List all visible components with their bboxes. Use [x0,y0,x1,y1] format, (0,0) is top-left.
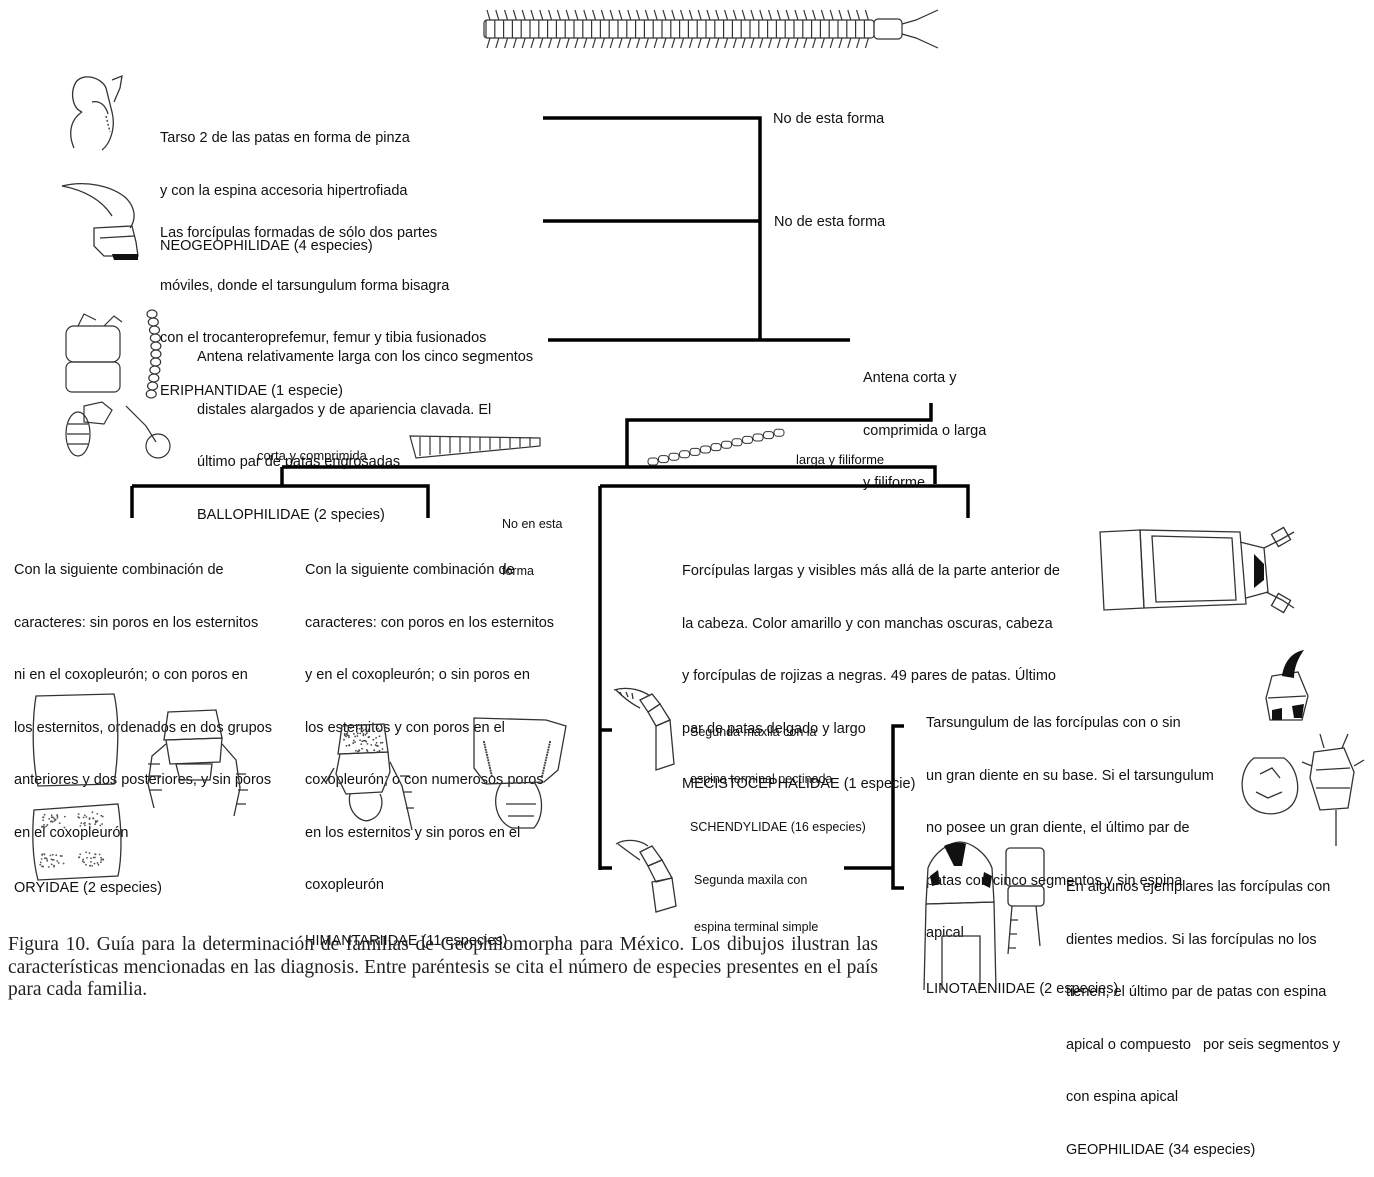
branch-label-line: Segunda maxila con [694,873,808,887]
node-text-line: Tarso 2 de las patas en forma de pinza [160,130,410,146]
tarsus-pincer-illustration [70,74,123,151]
node-text-line: distales alargados y de apariencia clava… [197,401,492,418]
node-text-line: Antena relativamente larga con los cinco… [197,349,534,365]
node-text-line: Con la siguiente combinación de [305,562,515,578]
connector-bracket [891,724,904,890]
node-text-line: dientes medios. Si las forcípulas no los [1066,931,1317,948]
node-mecistocephalidae: Forcípulas largas y visibles más allá de… [682,528,1060,811]
node-oryidae: Con la siguiente combinación de caracter… [14,527,272,915]
node-text-line: Las forcípulas formadas de sólo dos part… [160,225,438,241]
branch-label-larga-filiforme: larga y filiforme [796,452,885,467]
node-text-line: los esternitos y con poros en el [305,719,505,736]
family-name-mecistocephalidae: MECISTOCEPHALIDAE (1 especie) [682,776,916,792]
connector-neogeophilidae [543,116,762,340]
node-text-line: en el coxopleurón [14,824,129,841]
branch-label-line: y filiforme [863,475,926,491]
connector-no-en-esta-forma [600,484,970,518]
long-filiform-antenna-illustration [647,428,785,466]
short-compressed-antenna-illustration [409,435,541,459]
node-schendylidae: Segunda maxila con la espina terminal pe… [690,694,866,851]
node-text-line: en los esternitos y sin poros en el [305,824,521,841]
pectinate-maxilla-illustration [613,687,675,771]
branch-label-line: comprimida o larga [863,422,987,439]
connector-antena-corta [625,403,933,467]
linotaeniidae-illustrations [1241,650,1365,846]
node-text-line: un gran diente en su base. Si el tarsung… [926,767,1214,784]
centipede-illustration [483,9,939,49]
node-eriphantidae: Las forcípulas formadas de sólo dos part… [160,190,486,418]
family-name-eriphantidae: ERIPHANTIDAE (1 especie) [160,382,343,399]
connector-oryidae-himantariidae [132,484,430,518]
forcipule-illustration [61,183,139,260]
branch-label-no-forma-1: No de esta forma [773,111,885,127]
node-text-line: y forcípulas de rojizas a negras. 49 par… [682,668,1056,684]
oryidae-illustrations [32,693,248,881]
ballophilidae-illustrations [65,309,171,459]
node-ballophilidae: Antena relativamente larga con los cinco… [197,314,533,542]
simple-maxilla-illustration [615,839,677,913]
node-text-line: coxopleurón [305,877,384,893]
branch-label-no-forma-2: No de esta forma [774,214,886,230]
node-text-line: la cabeza. Color amarillo y con manchas … [682,615,1053,632]
node-text-line: apical [926,925,964,941]
branch-label-no-en-esta-forma: No en esta forma [502,486,562,595]
node-neogeophilidae: Tarso 2 de las patas en forma de pinza y… [160,95,410,273]
family-name-neogeophilidae: NEOGEOPHILIDAE (4 especies) [160,238,373,254]
node-text-line: ni en el coxopleurón; o con poros en [14,667,248,683]
node-text-line: espina terminal pectinada [690,771,833,786]
node-text-line: Segunda maxila con la [690,725,817,739]
node-himantariidae: Con la siguiente combinación de caracter… [305,527,554,968]
branch-label-line: forma [502,563,534,578]
family-name-ballophilidae: BALLOPHILIDAE (2 species) [197,506,385,523]
node-text-line: con espina apical [1066,1089,1179,1105]
family-name-himantariidae: HIMANTARIIDAE (11 especies) [305,932,508,949]
branch-label-line: Antena corta y [863,370,957,386]
node-text-line: los esternitos, ordenados en dos grupos [14,719,272,736]
branch-label-antena-corta: Antena corta y comprimida o larga y fili… [863,335,986,510]
node-text-line: Tarsungulum de las forcípulas con o sin [926,715,1181,731]
node-geophilidae: En algunos ejemplares las forcípulas con… [1066,844,1340,1177]
node-text-line: con el trocanteroprefemur, femur y tibia… [160,330,487,346]
branch-label-line: No en esta [502,517,563,531]
node-text-line: par de patas delgado y largo [682,720,866,737]
node-text-line: apical o compuesto por seis segmentos y [1066,1036,1341,1053]
node-text-line: móviles, donde el tarsungulum forma bisa… [160,277,450,294]
node-text-line: caracteres: con poros en los esternitos [305,614,555,631]
geophilidae-illustrations [923,841,1045,991]
family-name-oryidae: ORYIDAE (2 especies) [14,880,163,896]
key-connectors [130,116,970,890]
branch-label-corta-comprimida: corta y comprimida [257,448,367,463]
node-text-line: En algunos ejemplares las forcípulas con [1066,879,1331,895]
branch-label-line: espina terminal simple [694,919,819,934]
node-linotaeniidae: Tarsungulum de las forcípulas con o sin … [926,680,1214,1016]
branch-label-maxila-simple: Segunda maxila con espina terminal simpl… [694,842,818,951]
node-text-line: Forcípulas largas y visibles más allá de… [682,563,1060,579]
node-text-line: último par de patas engrosadas [197,454,401,470]
node-text-line: tienen, el último par de patas con espin… [1066,984,1327,1000]
node-text-line: y en el coxopleurón; o sin poros en [305,667,530,683]
node-text-line: Con la siguiente combinación de [14,562,224,578]
node-text-line: no posee un gran diente, el último par d… [926,820,1190,836]
node-text-line: y con la espina accesoria hipertrofiada [160,182,408,199]
family-name-geophilidae: GEOPHILIDAE (34 especies) [1066,1141,1256,1158]
family-name-schendylidae: SCHENDYLIDAE (16 especies) [690,820,866,834]
connector-branch-left [282,465,937,484]
node-text-line: caracteres: sin poros en los esternitos [14,614,259,631]
himantariidae-illustrations [325,717,567,831]
mecistocephalidae-head-illustration [1099,526,1295,614]
figure-caption: Figura 10. Guía para la determinación de… [8,934,878,1000]
